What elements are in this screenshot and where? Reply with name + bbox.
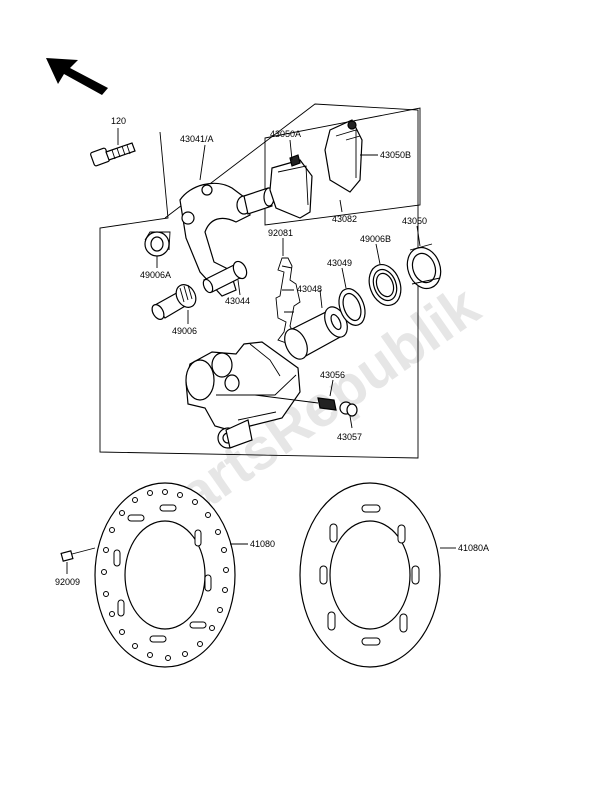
label-49006A: 49006A	[140, 270, 171, 280]
label-43049: 43049	[327, 258, 352, 268]
label-49006: 49006	[172, 326, 197, 336]
bushing-49006	[151, 284, 197, 320]
leader-43056	[329, 379, 334, 397]
label-41080A: 41080A	[458, 543, 489, 553]
leader-49006B	[375, 243, 381, 265]
leader-43082	[339, 199, 343, 213]
slide-pin-43044	[202, 260, 248, 294]
label-43048: 43048	[297, 284, 322, 294]
label-43050: 43050	[402, 216, 427, 226]
label-43044: 43044	[225, 296, 250, 306]
brake-disc-41080	[94, 482, 236, 668]
leader-43044	[237, 279, 241, 296]
leader-43049	[341, 267, 347, 289]
bolt-92009	[60, 547, 96, 562]
label-120: 120	[111, 116, 126, 126]
seal-49006B	[368, 264, 402, 306]
bleeder-cap-43057	[339, 401, 358, 417]
label-92009: 92009	[55, 577, 80, 587]
leader-43057	[349, 415, 353, 429]
brake-pad-a	[269, 154, 313, 219]
label-43082: 43082	[332, 214, 357, 224]
label-43041A: 43041/A	[180, 134, 214, 144]
leader-43050A	[289, 139, 293, 161]
caliper-body	[185, 341, 301, 449]
label-92081: 92081	[268, 228, 293, 238]
leader-43048	[319, 289, 323, 309]
label-41080: 41080	[250, 539, 275, 549]
bolt-120	[90, 142, 136, 167]
label-43050B: 43050B	[380, 150, 411, 160]
leader-43050	[416, 225, 421, 247]
brake-disc-41080A	[299, 482, 441, 668]
assembly-outline	[99, 103, 419, 459]
bushing-49006A	[144, 231, 171, 257]
label-49006B: 49006B	[360, 234, 391, 244]
label-43056: 43056	[320, 370, 345, 380]
leader-43041A	[199, 144, 206, 181]
label-43057: 43057	[337, 432, 362, 442]
brake-pad-b	[324, 119, 363, 193]
bleeder-valve-43056	[254, 394, 337, 411]
label-43050A: 43050A	[270, 129, 301, 139]
direction-arrow-icon	[46, 58, 108, 95]
dust-boot-43050	[406, 243, 442, 290]
seal-43049	[338, 288, 366, 326]
